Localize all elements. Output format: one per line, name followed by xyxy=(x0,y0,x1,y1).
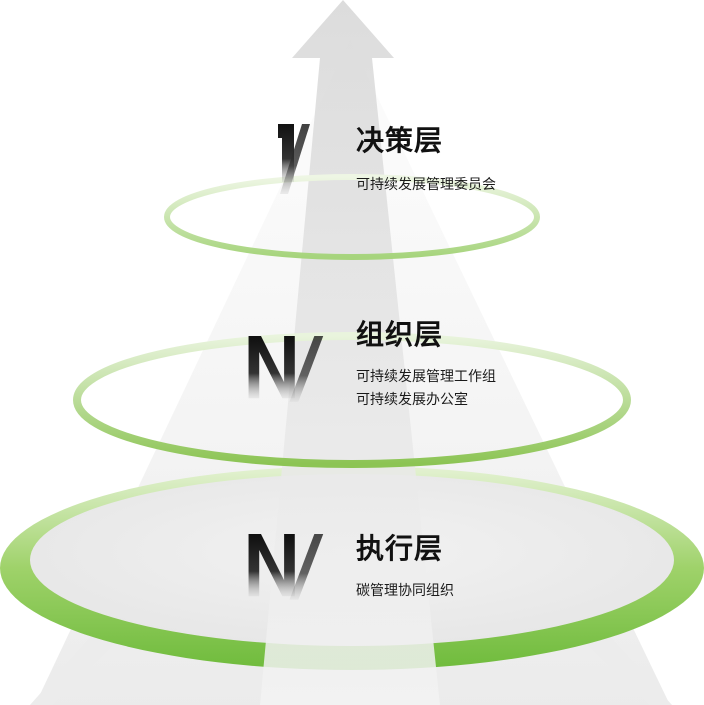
level-1-line-1: 可持续发展管理委员会 xyxy=(356,177,496,193)
level-1-title: 决策层 xyxy=(356,124,444,157)
level-1-badge xyxy=(278,124,310,194)
level-2-title: 组织层 xyxy=(356,318,444,351)
level-3-title: 执行层 xyxy=(356,532,444,565)
top-ring xyxy=(164,174,540,260)
level-2-line-1: 可持续发展管理工作组 xyxy=(356,369,496,385)
level-3-badge xyxy=(248,534,324,600)
letter-n-shape xyxy=(248,336,295,399)
middle-ring xyxy=(73,332,631,468)
right-beam xyxy=(582,632,672,705)
level-2-badge xyxy=(248,336,324,402)
up-arrow xyxy=(260,0,440,705)
level-1-label: 决策层 可持续发展管理委员会 xyxy=(356,124,496,197)
slash-shape xyxy=(280,124,310,194)
slash-shape xyxy=(289,336,324,402)
level-3-label: 执行层 碳管理协同组织 xyxy=(356,532,454,603)
letter-n-shape xyxy=(248,534,295,597)
left-beam xyxy=(30,632,118,705)
level-3-line-1: 碳管理协同组织 xyxy=(356,583,454,599)
level-2-line-2: 可持续发展办公室 xyxy=(356,392,468,408)
level-2-label: 组织层 可持续发展管理工作组 可持续发展办公室 xyxy=(356,318,496,412)
slash-shape xyxy=(289,534,324,600)
